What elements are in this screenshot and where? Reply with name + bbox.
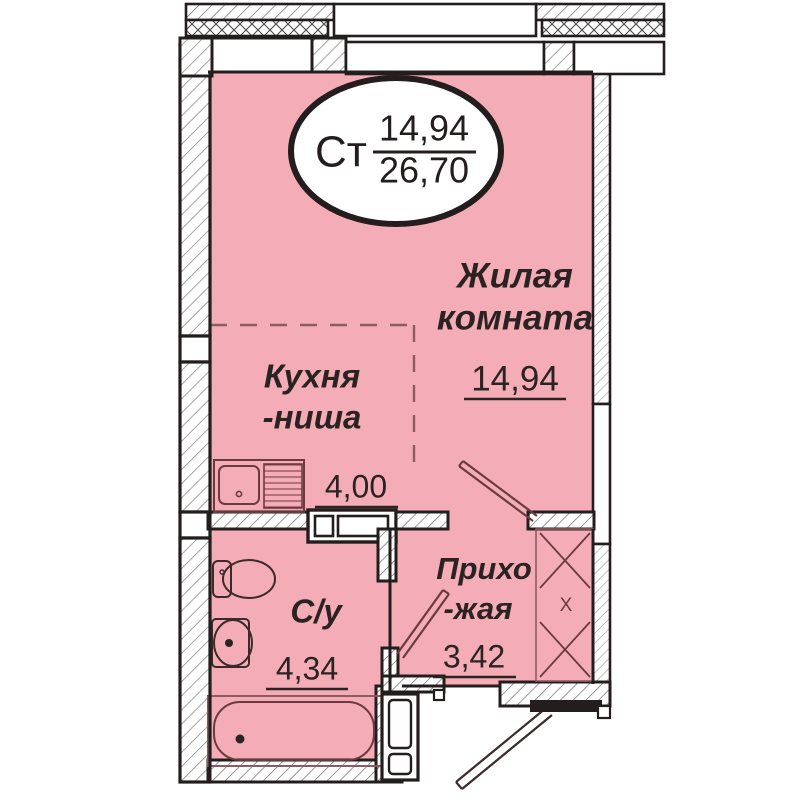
structural-walls [178,42,612,784]
counter-sink-large [336,514,390,538]
bathroom-label: С/у [290,593,343,630]
apartment-type-badge: Ст 14,94 26,70 [288,75,504,227]
hallway-label-line1: Прихо [436,551,532,586]
kitchen-stove [263,463,303,509]
balcony-slab-right [534,2,666,22]
living-room-label-line1: Жилая [455,256,573,295]
top-balcony-band [178,2,666,78]
window-top-right [344,40,546,76]
bathroom-door[interactable] [396,589,450,659]
wall-left-middle [178,360,212,514]
kitchen-sink-drain [235,490,243,498]
window-top-center-outer [332,2,538,38]
hall-jamb-tick-left [432,688,446,702]
room-outlines [208,70,595,782]
balcony-insulation-left [184,18,330,38]
bathroom-door-jamb-horz [380,674,446,694]
badge-type-code: Ст [315,128,367,177]
wall-right-upper [591,50,612,406]
living-room-label-line2: комната [437,298,593,337]
bathroom-fixtures [207,559,420,782]
toilet-cistern [212,560,232,598]
kitchen-label-line2: -ниша [263,399,362,436]
kitchen-sink [218,465,260,505]
wall-left-lower [178,536,212,784]
bathroom-door-leaf-a [396,589,444,655]
niche-x-marker: X [560,595,573,616]
living-room-door-leaf-b [462,460,538,517]
balcony-slab-left [184,2,336,22]
counter-sink-small [313,514,335,538]
entrance-door-threshold [530,700,602,712]
window-top-far-right [572,40,666,76]
washbasin-bowl [213,619,253,667]
window-left-upper [178,334,212,364]
entrance-door-leaf-a [455,707,547,783]
washbasin-drain [225,639,233,647]
living-room-door-leaf-cap [458,460,464,467]
room-labels: Жилая комната 14,94 Кухня -ниша 4,00 С/у… [263,256,593,691]
hallway-label-line2: -жая [443,591,512,626]
partition-hall-right-top [526,510,596,531]
bathroom-door-leaf-b [402,593,450,659]
niche-cross-1b [539,532,591,589]
doors [396,460,612,790]
water-riser-pipe-top [387,698,413,750]
kitchen-area: 4,00 [325,468,387,504]
bathroom-area: 4,34 [276,650,338,686]
wall-right-lower [591,542,612,686]
bathroom-door-leaf-cap [442,589,450,595]
wall-bottom-bathroom [206,758,392,784]
kitchen-zone-boundary [210,323,416,470]
bathtub-drain [235,734,245,744]
kitchen-label-line1: Кухня [264,358,360,395]
window-left-lower [178,510,212,540]
entrance-door[interactable] [455,700,602,790]
balcony-insulation-right [540,18,666,38]
window-top-left [210,36,314,74]
living-room-door-leaf-a [458,465,534,522]
kitchen-counter [213,459,305,513]
hall-jamb-tick-right [596,704,612,720]
wall-left-upper [178,42,212,338]
bathtub [213,701,375,761]
wall-top-right-jamb [542,40,576,76]
toilet-bowl [222,559,276,599]
living-room-area: 14,94 [471,359,559,398]
water-riser-pipe-bottom [387,752,413,776]
hallway-area: 3,42 [443,638,505,674]
washbasin-outer [211,618,250,668]
kitchen-fixtures [213,459,305,513]
wall-top-left-jamb [178,36,214,78]
partition-hall-top [394,510,450,531]
wall-top-mid-jamb [310,36,348,74]
badge-living-area: 14,94 [379,108,469,149]
window-right [591,402,612,546]
niche-cross-2b [539,621,591,678]
partition-hall-stub [376,527,398,583]
badge-total-area: 26,70 [379,150,469,191]
living-room-door[interactable] [458,460,538,522]
entrance-door-leaf-cap [455,781,463,790]
entrance-door-leaf-b [461,714,553,790]
